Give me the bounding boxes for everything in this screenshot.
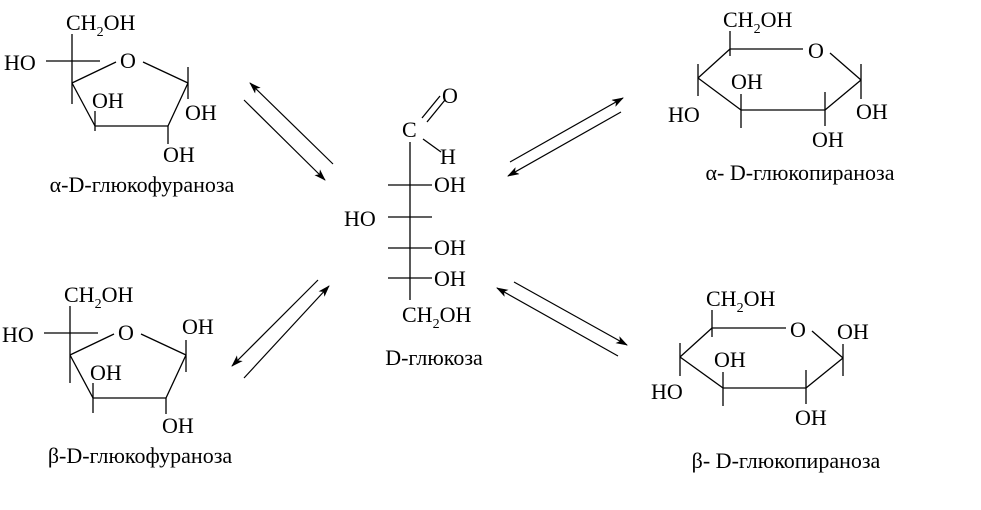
ch2oh-label: CH2OH: [402, 302, 471, 332]
oh-label: OH: [856, 99, 888, 124]
ch2oh-label: CH2OH: [706, 286, 775, 316]
ring-bonds: [46, 34, 189, 144]
oh-label: OH: [163, 142, 195, 167]
alpha-pyranose-structure: CH2OH O OH HO OH OH: [668, 7, 888, 152]
oh-label: OH: [185, 100, 217, 125]
ho-label: HO: [651, 379, 683, 404]
aldehyde-hydrogen-label: H: [440, 144, 456, 169]
equilibrium-arrows-beta-pyranose: [496, 281, 628, 357]
reverse-arrow: [507, 111, 622, 177]
forward-arrow: [231, 279, 319, 367]
ch2oh-label: CH2OH: [64, 282, 133, 312]
alpha-pyranose-caption: α- D-глюкопираноза: [706, 160, 895, 185]
alpha-furanose-caption: α-D-глюкофураноза: [50, 172, 235, 197]
ho-label: HO: [344, 206, 376, 231]
ring-bonds: [679, 310, 844, 406]
oh-label: OH: [837, 319, 869, 344]
oh-label: OH: [182, 314, 214, 339]
oh-label: OH: [812, 127, 844, 152]
oh-label: OH: [162, 413, 194, 438]
ho-label: HO: [2, 322, 34, 347]
reverse-arrow: [249, 82, 334, 165]
equilibrium-arrows-alpha-pyranose: [507, 97, 624, 177]
forward-arrow: [513, 281, 628, 346]
chain-bonds: [388, 95, 446, 300]
ho-label: HO: [4, 50, 36, 75]
oh-label: OH: [795, 405, 827, 430]
oh-label: OH: [92, 88, 124, 113]
reverse-arrow: [243, 285, 330, 379]
forward-arrow: [509, 97, 624, 163]
ch2oh-label: CH2OH: [723, 7, 792, 37]
forward-arrow: [243, 99, 326, 181]
glucose-caption: D-глюкоза: [385, 345, 483, 370]
oh-label: OH: [731, 69, 763, 94]
equilibrium-arrows-beta-furanose: [231, 279, 330, 379]
ring-oxygen-label: O: [790, 317, 806, 342]
aldehyde-oxygen-label: O: [442, 83, 458, 108]
ring-bonds: [697, 31, 862, 128]
aldehyde-carbon-label: C: [402, 117, 417, 142]
alpha-furanose-structure: CH2OH HO O OH OH OH: [4, 10, 217, 167]
oh-label: OH: [434, 172, 466, 197]
open-chain-glucose-structure: O C H OH HO OH OH CH2OH: [344, 83, 471, 332]
ring-oxygen-label: O: [808, 38, 824, 63]
beta-furanose-structure: CH2OH HO O OH OH OH: [2, 282, 214, 438]
ring-oxygen-label: O: [118, 320, 134, 345]
oh-label: OH: [434, 266, 466, 291]
ch2oh-label: CH2OH: [66, 10, 135, 40]
ring-bonds: [44, 306, 187, 414]
beta-pyranose-structure: CH2OH O OH OH HO OH: [651, 286, 869, 430]
reverse-arrow: [496, 287, 619, 357]
ring-oxygen-label: O: [120, 48, 136, 73]
oh-label: OH: [90, 360, 122, 385]
beta-furanose-caption: β-D-глюкофураноза: [48, 443, 233, 468]
oh-label: OH: [434, 235, 466, 260]
beta-pyranose-caption: β- D-глюкопираноза: [692, 448, 881, 473]
oh-label: OH: [714, 347, 746, 372]
equilibrium-arrows-alpha-furanose: [243, 82, 334, 181]
ho-label: HO: [668, 102, 700, 127]
